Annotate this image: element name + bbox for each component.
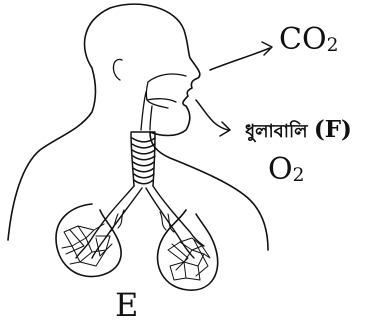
left-alveoli-sac [56,204,121,277]
dust-label: ধুলাবালি (F) [245,118,352,141]
body-outline [8,4,268,250]
mouth-passage [147,100,168,108]
co2-exhale-arrow [210,42,272,70]
co2-label: CO2 [279,25,338,56]
ear [113,59,122,80]
dust-inhale-arrow [196,100,230,136]
lung-label-e: E [115,289,138,321]
nasal-passage [146,74,186,102]
o2-label: O2 [268,155,304,186]
bronchi [76,186,204,258]
trachea [131,132,155,186]
